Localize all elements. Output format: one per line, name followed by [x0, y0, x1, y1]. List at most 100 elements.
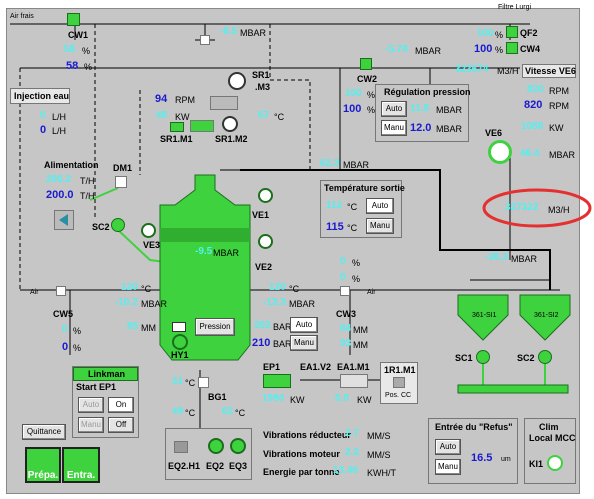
bg1-valve-icon[interactable]	[198, 377, 209, 388]
quittance-button[interactable]: Quittance	[22, 424, 66, 440]
start-ep1-label: Start EP1	[76, 382, 117, 392]
sr-temp-value: 67	[258, 110, 270, 121]
eq-panel: EQ2.H1 EQ2 EQ3	[165, 428, 252, 480]
ve2-label: VE2	[255, 262, 273, 272]
linkman-auto-button[interactable]: Auto	[78, 397, 104, 413]
reg-value-1: 11.8	[410, 103, 429, 114]
alert-ring	[482, 188, 592, 228]
hy1-pump-icon[interactable]	[172, 334, 188, 350]
sr1-pump-icon[interactable]	[222, 116, 238, 132]
sc2-right-valve-icon[interactable]	[538, 350, 552, 364]
mbar-right-value: -13.3	[263, 297, 286, 308]
cw2-pct1: 100	[345, 88, 362, 99]
ep1-label: EP1	[263, 362, 281, 372]
ve1-fan-icon[interactable]	[258, 188, 273, 203]
heat-exchanger-icon[interactable]	[210, 96, 238, 110]
linkman-on-button[interactable]: On	[108, 397, 134, 413]
ts-auto-button[interactable]: Auto	[366, 198, 394, 214]
ve6-kw: 1080	[521, 121, 544, 132]
kw-value: 48	[156, 110, 168, 121]
refus-manu-button[interactable]: Manu	[435, 459, 461, 475]
hy1-valve-icon[interactable]	[172, 322, 186, 332]
mm-right-1: 84	[340, 323, 352, 334]
dm1-label: DM1	[113, 163, 133, 173]
ve6-label: VE6	[485, 128, 503, 138]
eq2h1-icon[interactable]	[174, 441, 188, 453]
hy1-label: HY1	[171, 350, 189, 360]
ve6-rpm-2: 820	[524, 99, 543, 111]
sc1-label: SC1	[455, 353, 473, 363]
rpm-value: 94	[155, 93, 168, 105]
inj-value-2: 0	[40, 124, 47, 136]
vib-mot-value: 2.2	[345, 447, 359, 458]
reg-auto-button[interactable]: Auto	[381, 101, 407, 117]
bg-temp-2: 49	[172, 406, 184, 417]
mbar-left-value: -10.2	[115, 297, 138, 308]
sr1-fan-icon[interactable]	[228, 72, 246, 90]
1r1m1-box: 1R1.M1 Pos. CC	[380, 362, 418, 404]
alim-value-2: 200.0	[46, 189, 74, 201]
top-mbar-value: -8.5	[220, 26, 238, 37]
air-right-label: Air	[367, 289, 376, 296]
cw4-damper-icon[interactable]	[506, 42, 518, 54]
linkman-off-button[interactable]: Off	[108, 417, 134, 433]
qf2-damper-icon[interactable]	[506, 26, 518, 38]
refus-auto-button[interactable]: Auto	[435, 439, 461, 455]
ep1-motor-icon[interactable]	[263, 374, 291, 388]
sc2-left-valve-icon[interactable]	[111, 218, 125, 232]
pression-button[interactable]: Pression	[195, 318, 235, 336]
sr1-label: SR1	[252, 70, 270, 80]
bar-manu-button[interactable]: Manu	[290, 335, 318, 351]
top-valve-icon[interactable]	[200, 35, 210, 45]
cw2-damper-icon[interactable]	[360, 58, 372, 70]
entra-button[interactable]: Entra.	[62, 447, 100, 483]
injection-eau-box: Injection eau	[10, 88, 70, 104]
filtre-label: Filtre Lurgi	[498, 4, 532, 11]
cw3-valve-icon[interactable]	[340, 286, 350, 296]
sc2-right-label: SC2	[517, 353, 535, 363]
reg-value-2: 12.0	[410, 122, 432, 134]
ts-value-2: 115	[326, 221, 344, 233]
sr1-motor-icon[interactable]	[190, 120, 214, 132]
vib-red-value: 2.7	[345, 428, 359, 439]
sr1m2-label: SR1.M2	[215, 134, 248, 144]
dm1-gear-icon[interactable]	[115, 176, 127, 188]
ve3-fan-icon[interactable]	[141, 223, 156, 238]
linkman-manu-button[interactable]: Manu	[78, 417, 104, 433]
ve3-label: VE3	[143, 240, 161, 250]
bar-auto-button[interactable]: Auto	[290, 317, 318, 333]
mm-left-value: 65	[127, 321, 139, 332]
cw1-damper-icon[interactable]	[67, 13, 80, 26]
inj-value-1: 0	[40, 110, 46, 121]
clim-panel: Clim Local MCC KI1	[524, 418, 576, 484]
t-left-value: 120	[121, 282, 138, 293]
eq2-pump-icon[interactable]	[208, 438, 224, 454]
prepa-button[interactable]: Prépa.	[25, 447, 61, 483]
ts-manu-button[interactable]: Manu	[366, 218, 394, 234]
vitesse-ve6-box: Vitesse VE6	[522, 64, 576, 78]
eq3-pump-icon[interactable]	[230, 438, 246, 454]
cw5-valve-icon[interactable]	[56, 286, 66, 296]
sc1-valve-icon[interactable]	[476, 350, 490, 364]
ve2-fan-icon[interactable]	[258, 234, 273, 249]
ve6-fan-icon[interactable]	[488, 140, 512, 164]
1r1m1-speaker-icon[interactable]	[393, 377, 405, 388]
flow-ring-value: 327322	[505, 202, 539, 213]
cw5-pct1: 0	[62, 324, 68, 335]
air-top-label: Air frais	[10, 13, 34, 20]
cw3-pct2: 0	[340, 272, 346, 283]
reg-manu-button[interactable]: Manu	[381, 120, 407, 136]
refus-value: 16.5	[471, 452, 493, 464]
silo-2-label: 361-SI2	[534, 312, 559, 319]
alimentation-arrow-button[interactable]	[54, 210, 74, 230]
ki1-fan-icon[interactable]	[547, 455, 563, 471]
temperature-sortie-panel: Température sortie 112°C Auto 115°C Manu	[320, 180, 405, 238]
ea1v2-label: EA1.V2	[300, 362, 332, 372]
sr1m1-indicator	[170, 122, 184, 132]
ea1m1-motor-icon[interactable]	[340, 374, 368, 388]
sr1m1-label: SR1.M1	[160, 134, 193, 144]
